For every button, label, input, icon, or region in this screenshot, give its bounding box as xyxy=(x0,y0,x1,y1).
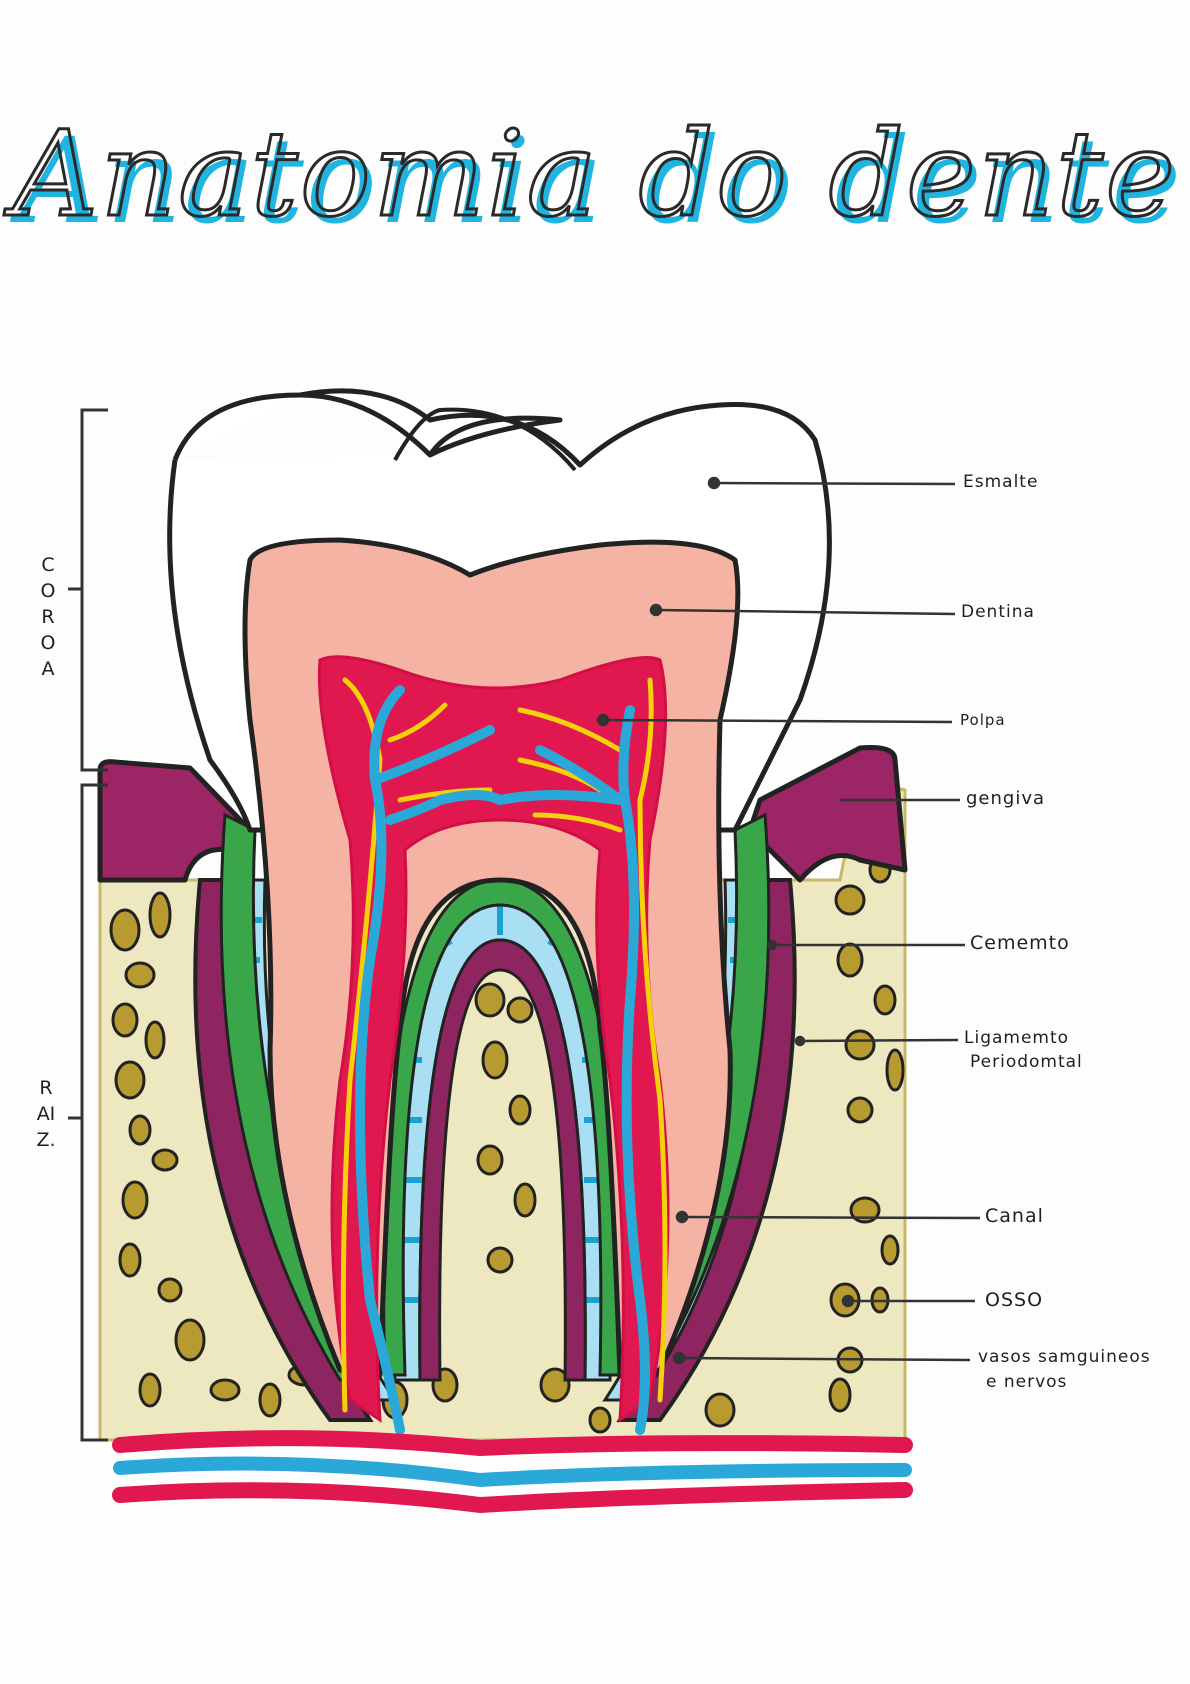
label-ligamento-line2: Periodomtal xyxy=(970,1052,1083,1072)
label-ligamento-line1: Ligamemto xyxy=(964,1028,1070,1048)
bottom-vessel-blue xyxy=(113,1456,912,1488)
bottom-vessel-red-top xyxy=(112,1430,913,1457)
root-region-label: RAIZ. xyxy=(36,1077,56,1151)
label-vasos-line2: e nervos xyxy=(986,1372,1068,1392)
label-cemento: Cememto xyxy=(970,932,1070,954)
bone-spots xyxy=(109,856,905,1434)
alveolar-lining-inner xyxy=(418,938,587,1382)
blood-vessels xyxy=(355,685,650,1435)
label-gengiva: gengiva xyxy=(966,788,1046,809)
gum-right xyxy=(747,745,908,883)
page-title: Anatomia do dente xyxy=(11,104,1178,245)
crown-region-label: COROA xyxy=(40,554,56,680)
leader-lines xyxy=(596,476,981,1365)
bottom-vessel-red-bottom xyxy=(112,1482,913,1514)
label-osso: OSSO xyxy=(985,1289,1044,1311)
label-vasos-line1: vasos samguineos xyxy=(978,1347,1151,1367)
region-brackets xyxy=(68,408,108,1442)
enamel-cusp-line xyxy=(393,407,577,472)
label-canal: Canal xyxy=(985,1205,1044,1227)
label-polpa: Polpa xyxy=(960,711,1006,729)
label-dentina: Dentina xyxy=(961,602,1035,622)
pulp-chamber xyxy=(317,655,670,1423)
label-esmalte: Esmalte xyxy=(963,472,1039,492)
